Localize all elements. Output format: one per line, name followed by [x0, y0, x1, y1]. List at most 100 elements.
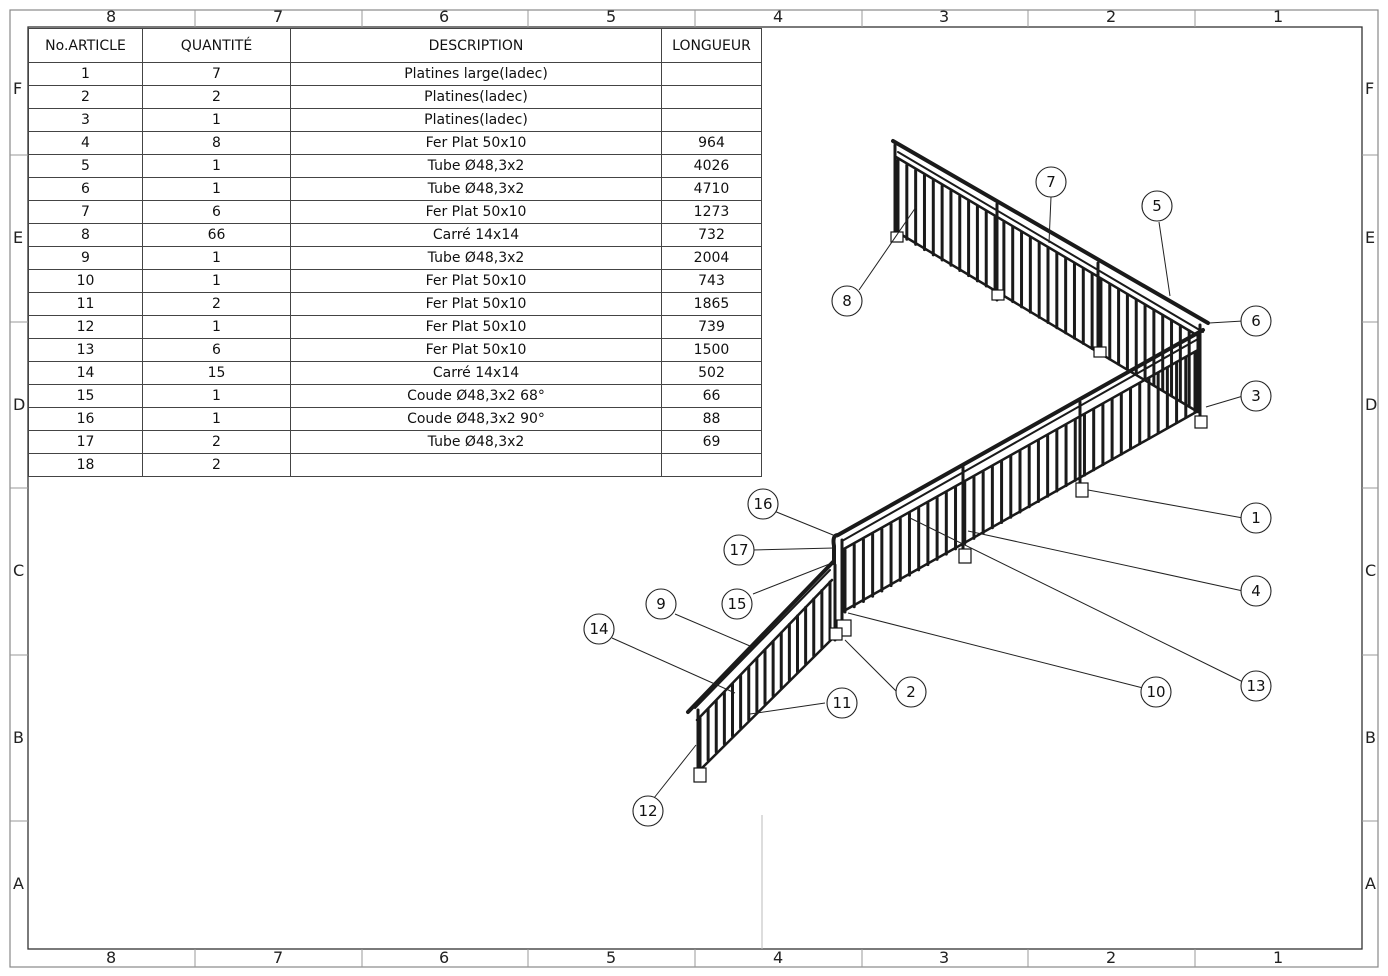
header-description: DESCRIPTION	[290, 28, 662, 63]
column-label-7: 7	[273, 7, 284, 26]
balloon-number: 3	[1251, 387, 1261, 405]
balloon-circle	[1141, 190, 1173, 222]
bom-cell-description: Carré 14x14	[290, 223, 662, 247]
row-label-b-right: B	[1365, 728, 1376, 747]
handrail-tube	[686, 560, 835, 714]
handrail-tube-lower-edge	[897, 151, 1204, 333]
callout-balloon: 2	[895, 676, 927, 708]
base-plate	[991, 289, 1005, 301]
callout-balloon: 8	[831, 285, 863, 317]
base-plate	[890, 231, 904, 243]
column-label-1: 1	[1273, 7, 1284, 26]
callout-balloon: 11	[826, 687, 858, 719]
bom-cell-description: Tube Ø48,3x2	[290, 154, 662, 178]
balloon-circle	[831, 285, 863, 317]
callout-balloon: 12	[632, 795, 664, 827]
balloon-number: 6	[1251, 312, 1261, 330]
column-label-6-bottom: 6	[439, 948, 450, 967]
balloon-circle	[723, 534, 755, 566]
leader-4	[967, 530, 1244, 592]
bom-cell-description: Tube Ø48,3x2	[290, 430, 662, 454]
bom-cell-article: 18	[28, 453, 143, 477]
balloon-number: 15	[727, 595, 746, 613]
leader-17	[752, 547, 835, 551]
column-label-5-bottom: 5	[606, 948, 617, 967]
balloon-number: 4	[1251, 582, 1261, 600]
balloon-circle	[583, 613, 615, 645]
row-label-e-right: E	[1365, 228, 1376, 247]
balloon-number: 10	[1146, 683, 1165, 701]
railing-geometry	[686, 139, 1210, 783]
header-article: No.ARTICLE	[28, 28, 143, 63]
column-label-4-bottom: 4	[773, 948, 784, 967]
bom-cell-description: Fer Plat 50x10	[290, 131, 662, 155]
callout-balloon: 10	[1140, 676, 1172, 708]
bom-cell-length: 502	[661, 361, 762, 385]
header-length: LONGUEUR	[661, 28, 762, 63]
bom-cell-description: Tube Ø48,3x2	[290, 177, 662, 201]
column-label-6: 6	[439, 7, 450, 26]
row-label-a: A	[13, 874, 24, 893]
leader-3	[1205, 395, 1244, 408]
bom-cell-description: Fer Plat 50x10	[290, 200, 662, 224]
base-plate	[829, 627, 843, 641]
balloon-number: 1	[1251, 509, 1261, 527]
balloon-circle	[826, 687, 858, 719]
balloon-number: 13	[1246, 677, 1265, 695]
base-plate	[1075, 482, 1089, 498]
balloon-number: 16	[753, 495, 772, 513]
bom-cell-quantity: 1	[142, 108, 291, 132]
balloon-circle	[1035, 166, 1067, 198]
bom-cell-description: Platines(ladec)	[290, 85, 662, 109]
bom-cell-description: Coude Ø48,3x2 68°	[290, 384, 662, 408]
column-label-8: 8	[106, 7, 117, 26]
leader-2	[844, 639, 898, 693]
balloon-number: 11	[832, 694, 851, 712]
balloon-number: 7	[1046, 173, 1056, 191]
column-label-1-bottom: 1	[1273, 948, 1284, 967]
base-plate	[693, 767, 707, 783]
leader-10	[847, 612, 1144, 689]
leader-lines	[611, 196, 1244, 799]
balloon-circle	[895, 676, 927, 708]
row-label-c: C	[13, 561, 25, 580]
base-plate	[1194, 415, 1208, 429]
bom-cell-length: 1500	[661, 338, 762, 362]
callout-balloon: 15	[721, 588, 753, 620]
bom-cell-article: 11	[28, 292, 143, 316]
column-label-3-bottom: 3	[939, 948, 950, 967]
callout-balloon: 1	[1240, 502, 1272, 534]
bom-cell-length	[661, 108, 762, 132]
callout-balloon: 13	[1240, 670, 1272, 702]
leader-14	[611, 637, 736, 694]
callout-balloon: 16	[747, 488, 779, 520]
row-label-f: F	[13, 79, 23, 98]
row-label-f-right: F	[1365, 79, 1375, 98]
column-label-2-bottom: 2	[1106, 948, 1117, 967]
leader-13	[907, 516, 1244, 683]
leader-15	[752, 562, 833, 595]
balloon-circle	[747, 488, 779, 520]
callout-balloon: 7	[1035, 166, 1067, 198]
balloon-circle	[1240, 305, 1272, 337]
leader-1	[1087, 489, 1244, 519]
bom-cell-quantity: 2	[142, 292, 291, 316]
row-label-e: E	[13, 228, 24, 247]
callout-balloon: 3	[1240, 380, 1272, 412]
row-label-a-right: A	[1365, 874, 1376, 893]
bom-cell-quantity: 66	[142, 223, 291, 247]
handrail-tube-lower-edge	[841, 338, 1199, 542]
handrail-tube	[891, 139, 1210, 325]
balloon-number: 9	[656, 595, 666, 613]
leader-9	[674, 613, 751, 647]
